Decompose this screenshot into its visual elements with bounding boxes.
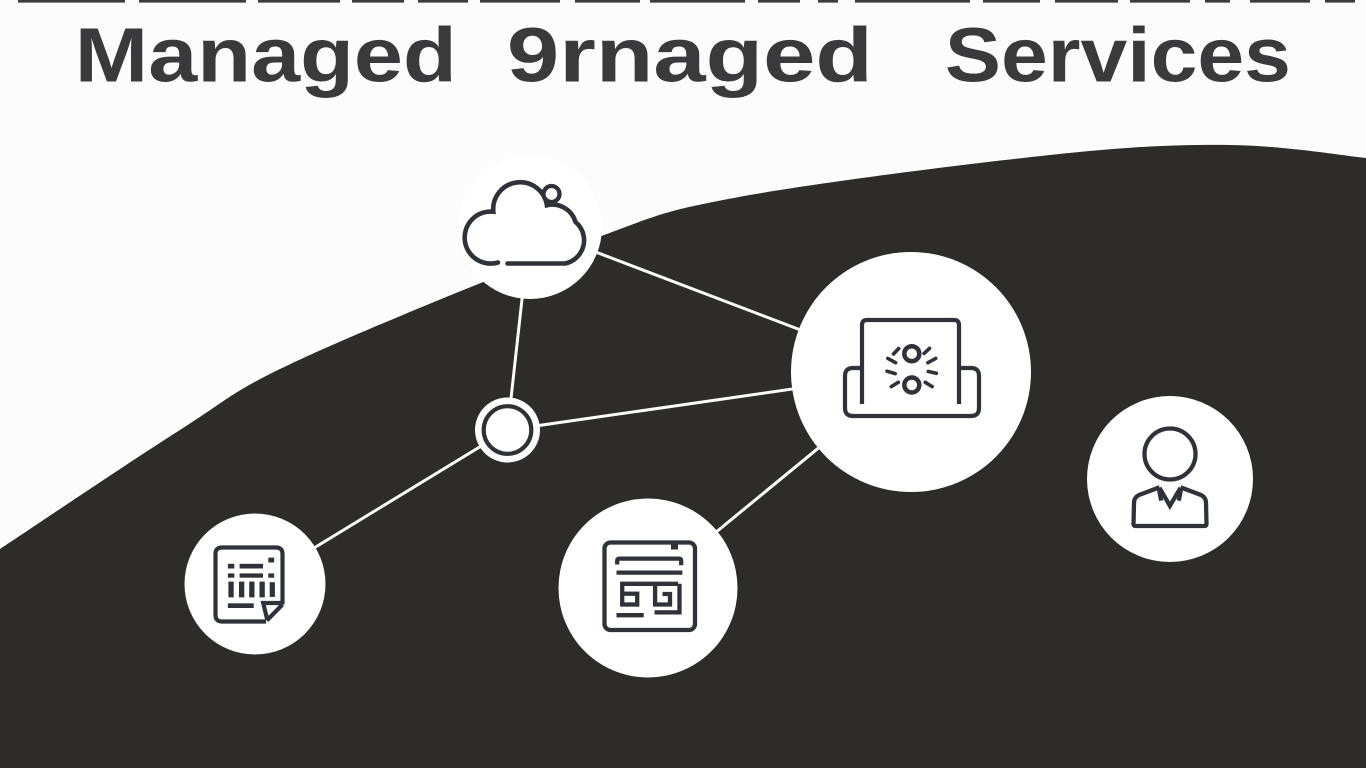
svg-text:9rnaged: 9rnaged [507, 13, 873, 99]
svg-text:Services: Services [945, 13, 1291, 99]
svg-text:Managed: Managed [75, 13, 457, 99]
